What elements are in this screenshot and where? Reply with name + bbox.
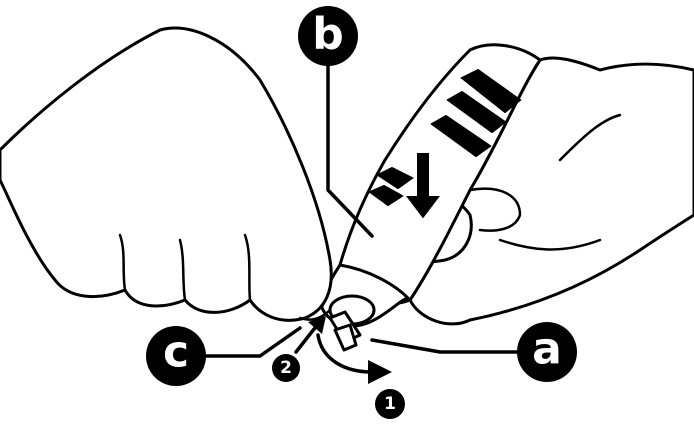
callout-a: a <box>517 322 577 382</box>
callout-c: c <box>146 326 206 386</box>
left-hand <box>0 26 333 322</box>
callout-b: b <box>298 6 358 66</box>
step-2-marker: 2 <box>272 354 300 382</box>
callout-a-label: a <box>532 324 562 375</box>
step-1-label: 1 <box>384 394 396 414</box>
rotation-arrow-icon <box>316 333 392 384</box>
step-1-marker: 1 <box>375 389 405 419</box>
press-arrow-icon <box>401 151 445 222</box>
callout-leaders <box>204 56 527 358</box>
rotary-tool <box>320 43 542 352</box>
hold-arrow-icon <box>294 316 326 354</box>
callout-c-label: c <box>163 327 189 378</box>
step-2-label: 2 <box>280 358 292 378</box>
callout-b-label: b <box>312 9 344 60</box>
